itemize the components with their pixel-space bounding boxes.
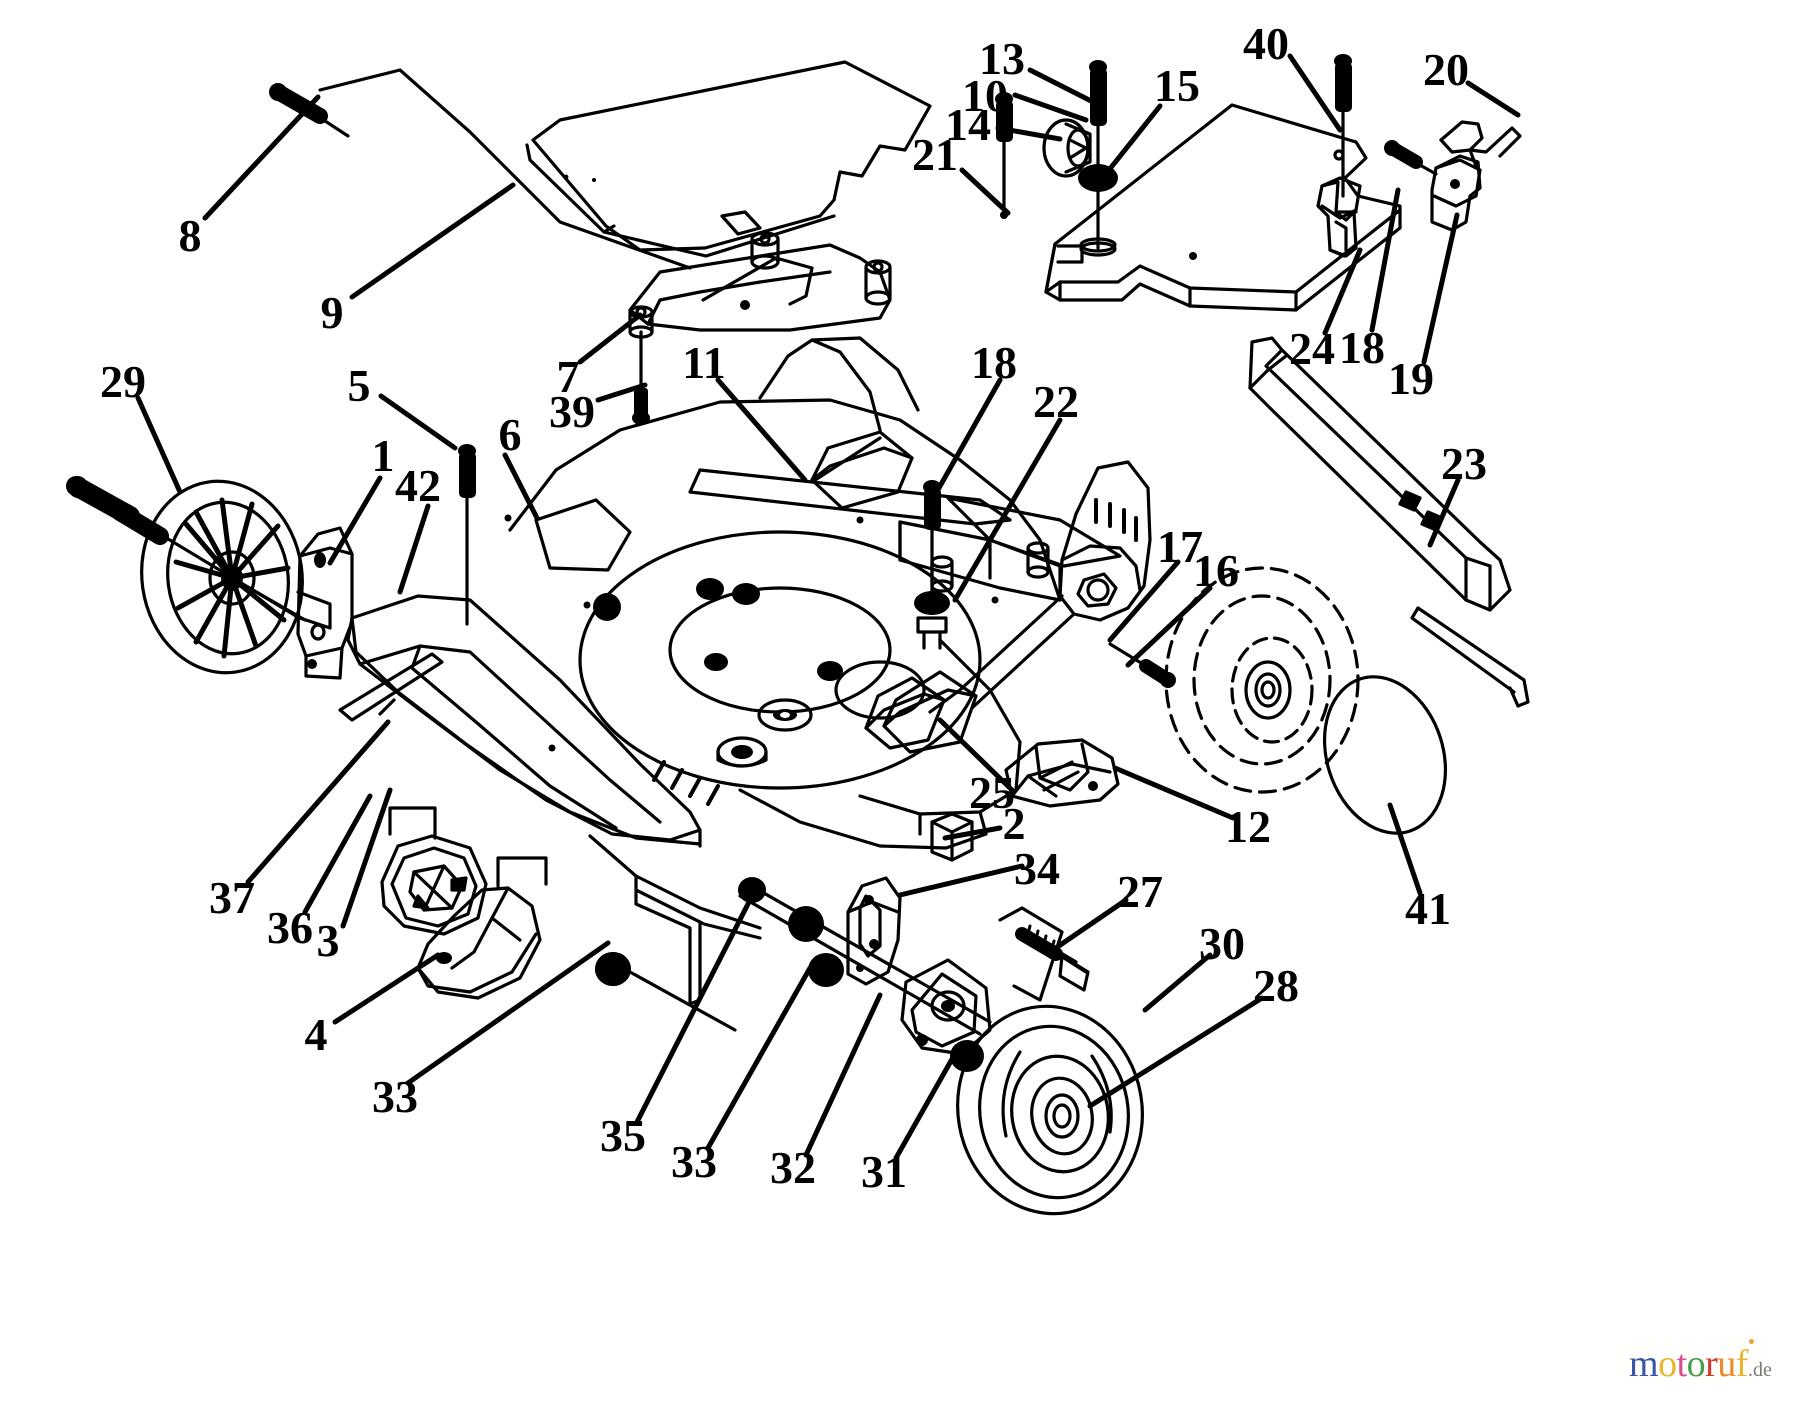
callout-6: 6 (498, 409, 522, 460)
callout-18-top: 18 (1339, 322, 1385, 373)
part-3-wheel-cover (380, 806, 488, 936)
callout-17: 17 (1157, 521, 1203, 572)
callout-37: 37 (209, 872, 255, 923)
deck-rear-bracket (634, 888, 702, 1006)
callout-31: 31 (861, 1146, 907, 1197)
logo-letter-o2: o (1686, 1343, 1706, 1385)
part-33-bushing-left (595, 952, 631, 986)
callout-32: 32 (770, 1142, 816, 1193)
callout-33-left: 33 (372, 1071, 418, 1122)
part-5-bolt (458, 444, 476, 626)
callout-10: 10 (962, 70, 1008, 121)
callout-1: 1 (371, 430, 395, 481)
logo-letter-o1: o (1658, 1343, 1677, 1385)
callout-23: 23 (1441, 438, 1487, 489)
part-19-bracket (1430, 154, 1482, 232)
callout-18-mid: 18 (971, 337, 1017, 388)
part-1-wheel-bracket (296, 526, 354, 680)
callout-27: 27 (1117, 866, 1163, 917)
callout-12: 12 (1225, 801, 1271, 852)
part-16-adjust-lever (928, 460, 1152, 714)
motoruf-watermark[interactable]: motoruf.de (1629, 1345, 1772, 1383)
callout-22: 22 (1033, 376, 1079, 427)
part-15-nut (1078, 164, 1118, 192)
part-25-deck-handle (864, 676, 946, 750)
callout-33-center: 33 (671, 1136, 717, 1187)
part-41-cover-disc (1322, 675, 1448, 835)
callout-28: 28 (1253, 960, 1299, 1011)
rear-wheel-right-hub (1230, 636, 1314, 744)
callout-42: 42 (395, 460, 441, 511)
part-37-lip-detail (378, 698, 396, 716)
part-12-bracket (1004, 738, 1120, 808)
part-21-chute-cover (1044, 103, 1402, 312)
callout-41: 41 (1405, 883, 1451, 934)
callout-13: 13 (979, 33, 1025, 84)
callout-40: 40 (1243, 18, 1289, 69)
callout-36: 36 (267, 902, 313, 953)
callout-29: 29 (100, 356, 146, 407)
logo-letter-f: f (1735, 1343, 1749, 1385)
rear-wheel-right (1164, 566, 1360, 794)
logo-letter-m: m (1629, 1343, 1659, 1385)
part-27-shoulder-bolt (998, 906, 1090, 1002)
callout-7: 7 (556, 351, 580, 402)
leader-lines (135, 53, 1521, 1161)
callout-21: 21 (912, 129, 958, 180)
logo-tld: .de (1747, 1359, 1772, 1381)
callout-30: 30 (1199, 918, 1245, 969)
callout-9: 9 (320, 287, 344, 338)
part-8-bolt (269, 83, 350, 138)
part-17-bolt (1108, 642, 1176, 688)
callout-19: 19 (1388, 353, 1434, 404)
logo-letter-r: r (1705, 1343, 1718, 1385)
callout-2: 2 (1002, 798, 1026, 849)
callout-35: 35 (600, 1110, 646, 1161)
part-13-bolt (1079, 60, 1117, 257)
callout-4: 4 (304, 1009, 328, 1060)
part-4-skid (416, 856, 548, 1000)
callout-8: 8 (178, 210, 202, 261)
part-7-baffle (628, 231, 892, 339)
logo-letter-u: u (1717, 1343, 1736, 1385)
part-24-latch-bracket (1316, 176, 1362, 258)
part-9-cover (318, 60, 932, 270)
part-18-bolt-upper (1384, 140, 1438, 176)
callout-3: 3 (316, 915, 340, 966)
part-22-deflector-bar (1248, 336, 1512, 612)
part-11-lever (810, 436, 882, 484)
front-wheel-left (140, 479, 307, 675)
callout-5: 5 (347, 360, 371, 411)
rear-wheel-bottom (956, 1004, 1144, 1216)
part-2-block (930, 812, 974, 862)
part-39-bolt (632, 330, 650, 425)
part-23-hex-key (1410, 606, 1530, 708)
callout-15: 15 (1154, 60, 1200, 111)
main-deck-housing (346, 336, 1122, 940)
callout-34: 34 (1014, 843, 1060, 894)
callout-20: 20 (1423, 44, 1469, 95)
part-10-bolt (995, 92, 1013, 219)
callout-24: 24 (1289, 323, 1335, 374)
callout-39: 39 (549, 386, 595, 437)
logo-letter-t: t (1676, 1343, 1688, 1385)
callout-25: 25 (969, 767, 1015, 818)
callout-16: 16 (1193, 545, 1239, 596)
front-axle-assembly (738, 876, 992, 1072)
part-18-bolt-mid (914, 480, 950, 650)
callout-14: 14 (945, 99, 991, 150)
part-20-rod-clip (1439, 120, 1522, 168)
part-14-spacer (1042, 118, 1092, 178)
part-42-strip (338, 652, 444, 722)
callout-11: 11 (682, 337, 726, 388)
